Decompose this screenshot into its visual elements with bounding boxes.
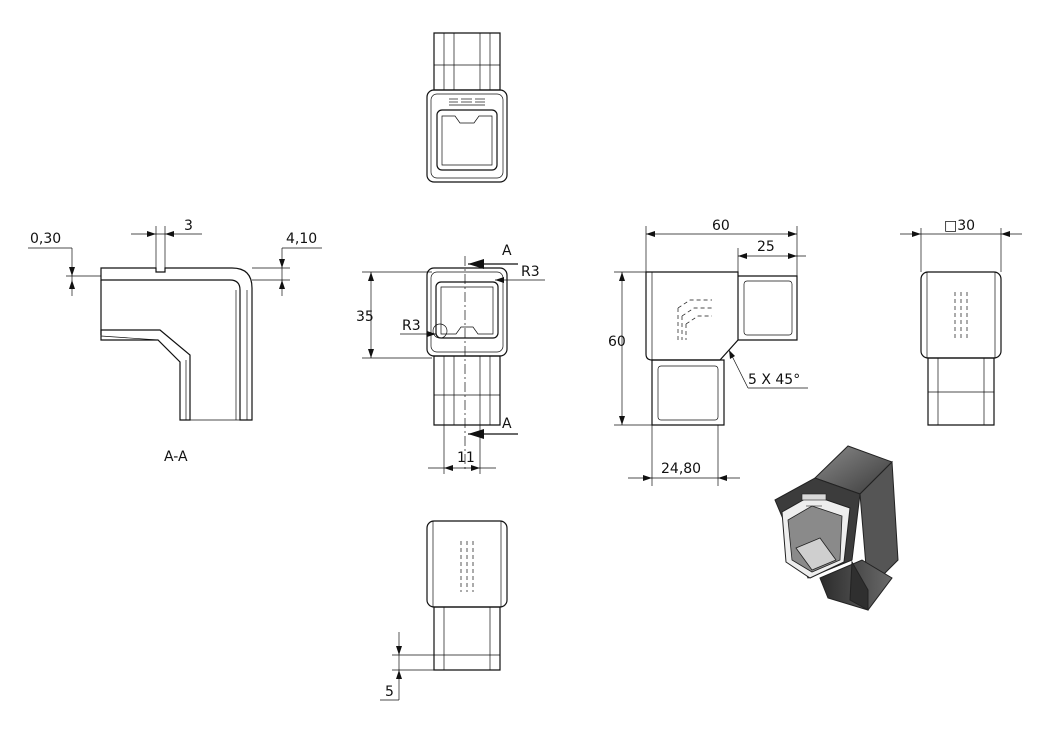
dim-leg-24-80: 24,80 [628,425,740,486]
part-engraving-side [677,299,712,340]
dim-square-30: □30 [900,218,1022,272]
dim-label-4-10: 4,10 [286,231,317,247]
dim-label-11: 11 [457,450,475,466]
dim-label-r3-inner: R3 [402,318,421,334]
isometric-render [774,445,899,611]
dim-wall-0-30: 0,30 [28,231,101,296]
dim-label-60-width: 60 [712,218,730,234]
part-engraving-bottom [460,541,474,592]
dim-step-3: 3 [131,218,202,268]
dim-label-r3-outer: R3 [521,264,540,280]
dim-label-3: 3 [184,218,193,234]
dim-label-5: 5 [385,684,394,700]
top-view [426,32,508,183]
front-view: A A R3 R3 35 [356,243,545,474]
dim-bottom-5: 5 [380,632,434,701]
dim-width-60: 60 [645,218,798,276]
side-view: 60 25 60 5 X 45° [608,218,808,486]
section-mark-bottom: A [502,416,512,432]
dim-leg-25: 25 [737,239,806,276]
dim-chamfer: 5 X 45° [728,349,808,389]
section-label: A-A [164,449,188,465]
part-engraving-right [954,292,968,340]
section-view-a-a: A-A 0,30 3 4,10 [28,218,322,465]
dim-offset-11: 11 [428,425,496,474]
dim-radius-outer: R3 [495,264,545,283]
dim-wall-4-10: 4,10 [252,231,322,296]
dim-label-square-30: □30 [944,218,975,234]
section-mark-top: A [502,243,512,259]
section-arrow-top: A [468,243,518,269]
dim-height-35: 35 [356,271,432,359]
dim-radius-inner: R3 [400,318,436,337]
section-arrow-bottom: A [468,416,518,439]
bottom-view: 5 [380,520,508,701]
dim-label-24-80: 24,80 [661,461,701,477]
dim-height-60: 60 [608,271,652,426]
dim-label-60-height: 60 [608,334,626,350]
part-engraving-top [449,98,485,106]
dim-label-chamfer: 5 X 45° [748,372,800,388]
dim-label-35: 35 [356,309,374,325]
right-view: □30 [900,218,1022,426]
dim-label-25: 25 [757,239,775,255]
dim-label-0-30: 0,30 [30,231,61,247]
